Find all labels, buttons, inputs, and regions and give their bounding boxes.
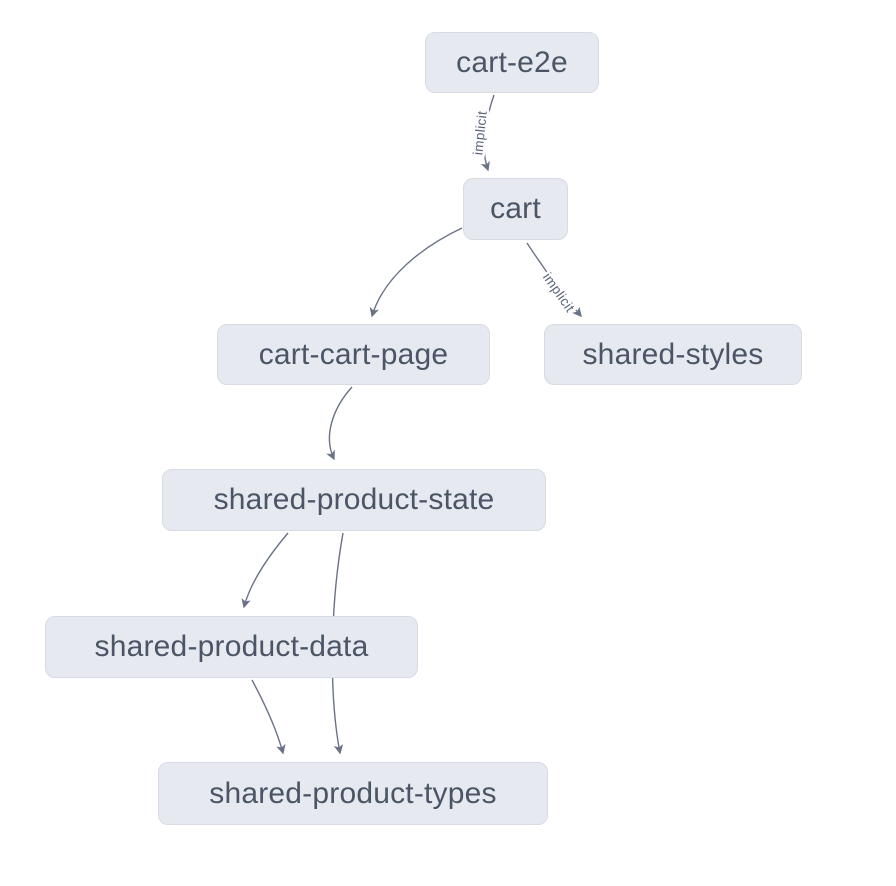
node-shared-product-state[interactable]: shared-product-state (162, 469, 546, 531)
node-label: shared-product-state (213, 483, 495, 516)
edge-shared-product-state-to-shared-product-data (241, 532, 289, 609)
edge-shared-product-data-to-shared-product-types (251, 679, 286, 755)
node-label: shared-product-types (209, 776, 497, 810)
node-shared-styles[interactable]: shared-styles (544, 324, 802, 385)
node-label: cart-e2e (456, 45, 568, 79)
edge-label-implicit: implicit (470, 110, 490, 156)
node-label: shared-product-data (94, 630, 369, 663)
node-cart[interactable]: cart (463, 178, 568, 240)
node-label: cart-cart-page (258, 337, 449, 371)
node-cart-cart-page[interactable]: cart-cart-page (217, 324, 490, 385)
edge-label-implicit: implicit (540, 270, 578, 315)
edge-cart-e2e-to-cart (480, 94, 495, 172)
edge-cart-cart-page-to-shared-product-state (326, 386, 353, 461)
edge-cart-to-cart-cart-page (369, 227, 463, 318)
node-label: shared-styles (582, 337, 764, 371)
node-cart-e2e[interactable]: cart-e2e (425, 32, 599, 93)
node-shared-product-data[interactable]: shared-product-data (45, 616, 418, 678)
edge-cart-to-shared-styles (526, 242, 582, 318)
node-shared-product-types[interactable]: shared-product-types (158, 762, 548, 825)
node-label: cart (490, 192, 541, 225)
